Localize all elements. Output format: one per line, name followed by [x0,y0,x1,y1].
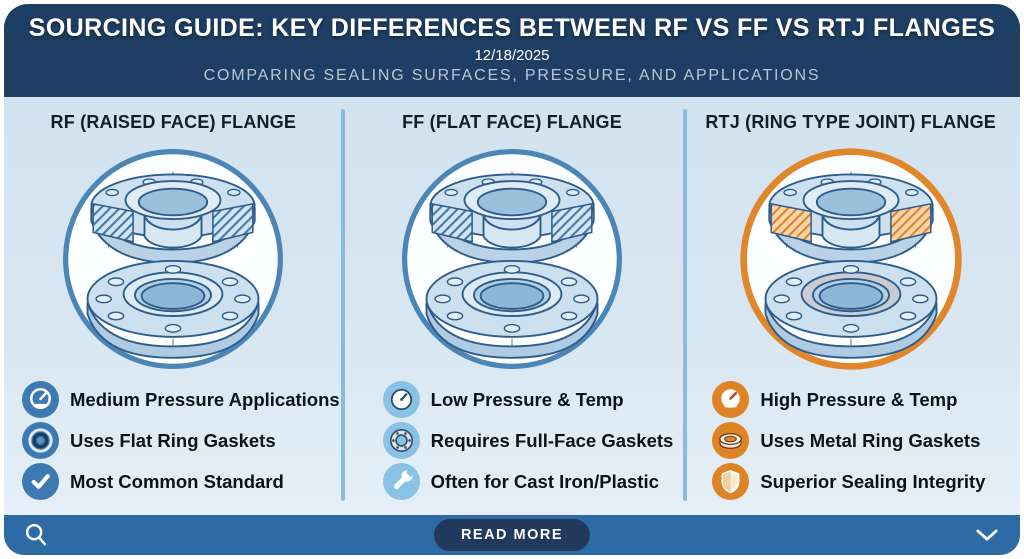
wrench-icon [382,463,420,500]
page-subtitle: COMPARING SEALING SURFACES, PRESSURE, AN… [203,67,821,84]
list-item: Uses Flat Ring Gaskets [22,420,343,461]
feature-label: Uses Metal Ring Gaskets [760,429,981,451]
list-item: Most Common Standard [22,461,343,502]
list-item: Uses Metal Ring Gaskets [712,420,1020,461]
rf-flange-illustration [59,145,287,373]
feature-list: High Pressure & Temp Uses Metal Ring Gas… [681,379,1020,502]
feature-label: Low Pressure & Temp [430,388,624,410]
column-title: FF (FLAT FACE) FLANGE [402,112,622,132]
chevron-down-icon[interactable] [976,529,998,542]
metal-ring-gasket-icon [712,422,750,459]
list-item: Low Pressure & Temp [382,379,682,420]
list-item: Often for Cast Iron/Plastic [382,461,682,502]
pressure-gauge-icon [382,381,420,418]
column-rtj: RTJ (RING TYPE JOINT) FLANGE [681,97,1020,515]
feature-label: Medium Pressure Applications [70,388,340,410]
read-more-button[interactable]: READ MORE [433,519,591,551]
feature-list: Low Pressure & Temp Requires Full-Face G… [343,379,682,502]
list-item: Requires Full-Face Gaskets [382,420,682,461]
header: SOURCING GUIDE: KEY DIFFERENCES BETWEEN … [4,4,1020,97]
checkmark-icon [22,463,59,500]
pressure-gauge-icon [22,381,59,418]
feature-label: Uses Flat Ring Gaskets [70,429,276,451]
feature-label: Most Common Standard [70,470,284,492]
feature-label: High Pressure & Temp [760,388,958,410]
list-item: Superior Sealing Integrity [712,461,1020,502]
comparison-body: RF (RAISED FACE) FLANGE [4,97,1020,515]
date-label: 12/18/2025 [474,47,550,64]
flat-ring-gasket-icon [22,422,59,459]
feature-label: Requires Full-Face Gaskets [430,429,674,451]
feature-label: Often for Cast Iron/Plastic [430,470,659,492]
column-title: RTJ (RING TYPE JOINT) FLANGE [705,112,996,132]
full-face-gasket-icon [382,422,420,459]
column-title: RF (RAISED FACE) FLANGE [50,112,297,132]
feature-label: Superior Sealing Integrity [760,470,986,492]
list-item: High Pressure & Temp [712,379,1020,420]
search-icon[interactable] [22,521,50,549]
pressure-gauge-icon [712,381,750,418]
list-item: Medium Pressure Applications [22,379,343,420]
shield-icon [712,463,750,500]
rtj-flange-illustration [737,145,965,373]
feature-list: Medium Pressure Applications Uses Flat R… [4,379,343,502]
ff-flange-illustration [398,145,626,373]
page-title: SOURCING GUIDE: KEY DIFFERENCES BETWEEN … [28,14,996,42]
column-divider [341,109,345,501]
infographic-card: SOURCING GUIDE: KEY DIFFERENCES BETWEEN … [4,4,1020,555]
column-rf: RF (RAISED FACE) FLANGE [4,97,343,515]
column-divider [683,109,687,501]
column-ff: FF (FLAT FACE) FLANGE [343,97,682,515]
footer-bar: READ MORE [4,515,1020,555]
